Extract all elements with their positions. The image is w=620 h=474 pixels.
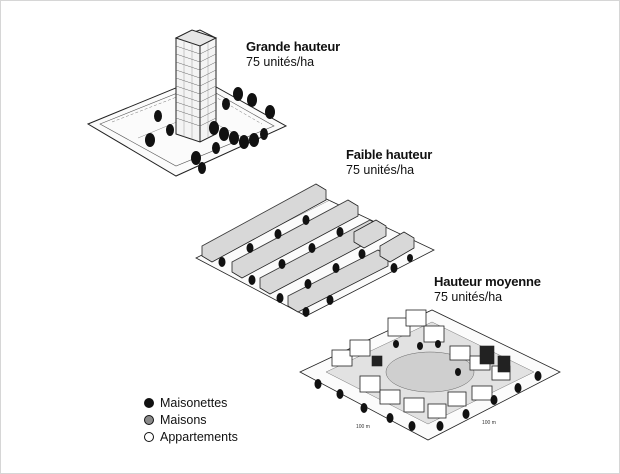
medium-rise-density: 75 unités/ha (434, 289, 503, 304)
high-rise-label: Grande hauteur 75 unités/ha (246, 39, 340, 69)
low-rise-density: 75 unités/ha (346, 162, 415, 177)
high-rise-site (86, 29, 288, 177)
low-rise-label: Faible hauteur 75 unités/ha (346, 147, 433, 177)
medium-rise-label: Hauteur moyenne 75 unités/ha (434, 274, 541, 304)
legend: Maisonettes Maisons Appartements (144, 394, 238, 445)
legend-label: Maisons (160, 412, 207, 427)
maisonettes-swatch-icon (144, 397, 154, 408)
legend-label: Maisonettes (160, 395, 228, 410)
appartements-swatch-icon (144, 431, 154, 442)
depth-dimension-label: 100 m (482, 420, 496, 426)
medium-rise-site (299, 309, 561, 441)
maisons-swatch-icon (144, 414, 154, 425)
high-rise-density: 75 unités/ha (246, 54, 315, 69)
low-rise-site (195, 183, 435, 317)
legend-item-maisons: Maisons (144, 411, 238, 428)
high-rise-title: Grande hauteur (246, 39, 340, 54)
medium-rise-title: Hauteur moyenne (434, 274, 541, 289)
legend-item-appartements: Appartements (144, 428, 238, 445)
legend-item-maisonettes: Maisonettes (144, 394, 238, 411)
width-dimension-label: 100 m (356, 424, 370, 430)
legend-label: Appartements (160, 429, 238, 444)
low-rise-title: Faible hauteur (346, 147, 433, 162)
